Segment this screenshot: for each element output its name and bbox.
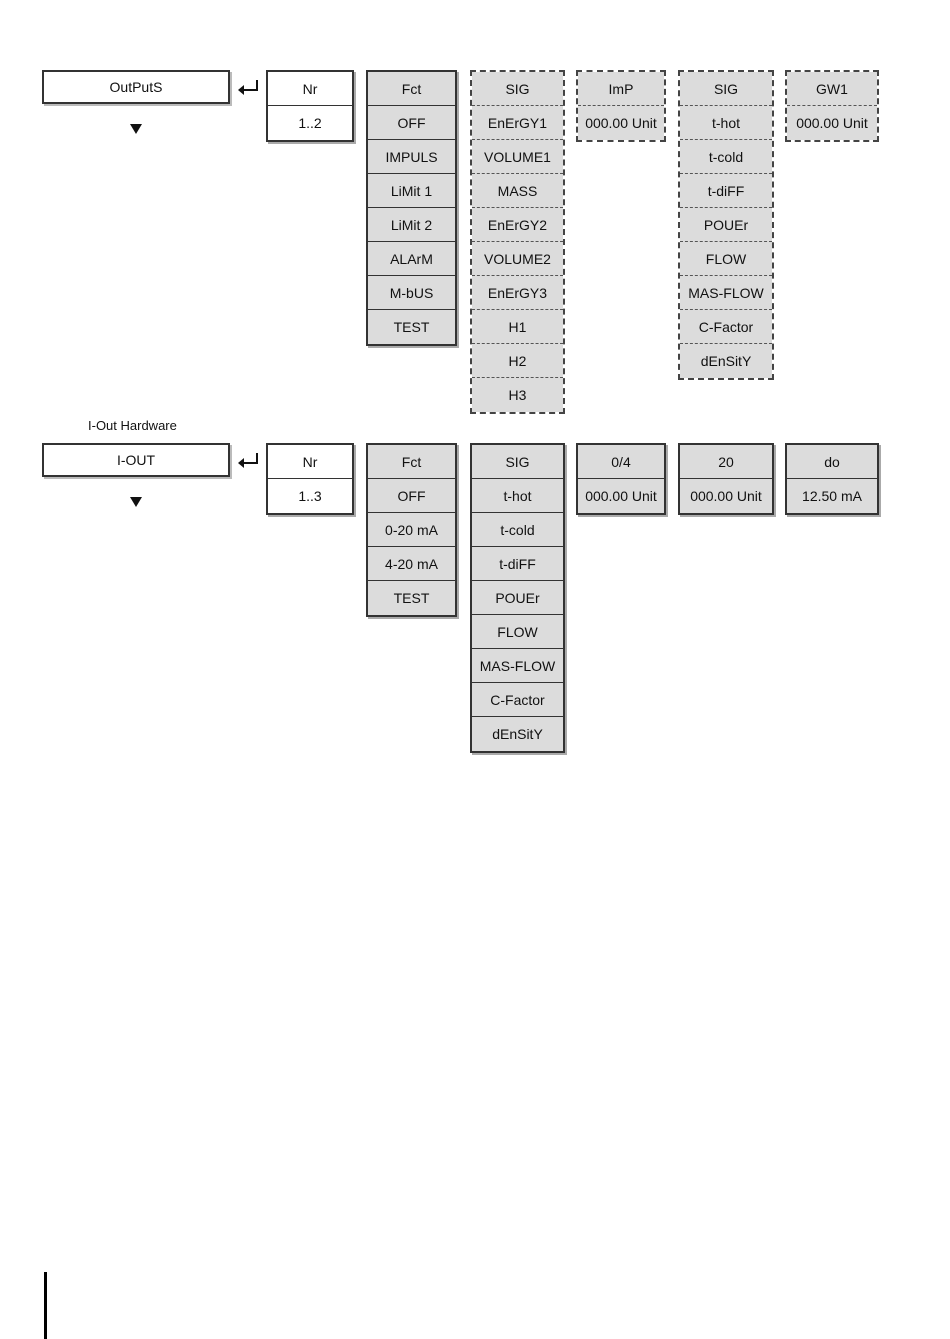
sig-option[interactable]: C-Factor [472,683,563,717]
fct-option[interactable]: IMPULS [368,140,455,174]
outputs-sig-limit-column: SIG t-hot t-cold t-diFF POUEr FLOW MAS-F… [678,70,774,380]
sig-header: SIG [472,72,563,106]
iout-zero-four-column: 0/4 000.00 Unit [576,443,666,515]
fct-option[interactable]: OFF [368,106,455,140]
twenty-header: 20 [680,445,772,479]
iout-caption: I-Out Hardware [88,418,177,433]
iout-fct-column: Fct OFF 0-20 mA 4-20 mA TEST [366,443,457,617]
down-arrow-icon [130,124,142,134]
enter-icon [238,80,258,95]
sig-option[interactable]: H3 [472,378,563,412]
outputs-menu-label: OutPutS [109,79,163,95]
sig-option[interactable]: EnErGY3 [472,276,563,310]
sig-option[interactable]: t-diFF [472,547,563,581]
sig-option[interactable]: MASS [472,174,563,208]
fct-option[interactable]: 4-20 mA [368,547,455,581]
fct-option[interactable]: TEST [368,581,455,615]
sig-option[interactable]: VOLUME2 [472,242,563,276]
sig-option[interactable]: VOLUME1 [472,140,563,174]
twenty-value[interactable]: 000.00 Unit [680,479,772,513]
sig-option[interactable]: FLOW [680,242,772,276]
iout-twenty-column: 20 000.00 Unit [678,443,774,515]
sig-option[interactable]: t-cold [472,513,563,547]
imp-value[interactable]: 000.00 Unit [578,106,664,140]
sig-option[interactable]: H2 [472,344,563,378]
down-arrow-icon [130,497,142,507]
iout-menu-label: I-OUT [116,452,156,468]
do-header: do [787,445,877,479]
nr-value[interactable]: 1..3 [268,479,352,513]
iout-menu-box[interactable]: I-OUT [42,443,230,477]
gw1-value[interactable]: 000.00 Unit [787,106,877,140]
sig-option[interactable]: MAS-FLOW [472,649,563,683]
enter-icon [238,453,258,468]
fct-option[interactable]: M-bUS [368,276,455,310]
sig-option[interactable]: dEnSitY [472,717,563,751]
sig-option[interactable]: t-cold [680,140,772,174]
outputs-nr-column: Nr 1..2 [266,70,354,142]
imp-header: ImP [578,72,664,106]
sig-option[interactable]: POUEr [472,581,563,615]
outputs-menu-box[interactable]: OutPutS [42,70,230,104]
nr-header: Nr [268,72,352,106]
sig-option[interactable]: MAS-FLOW [680,276,772,310]
fct-option[interactable]: ALArM [368,242,455,276]
iout-sig-column: SIG t-hot t-cold t-diFF POUEr FLOW MAS-F… [470,443,565,753]
outputs-gw1-column: GW1 000.00 Unit [785,70,879,142]
fct-option[interactable]: 0-20 mA [368,513,455,547]
sig-option[interactable]: FLOW [472,615,563,649]
do-value[interactable]: 12.50 mA [787,479,877,513]
fct-header: Fct [368,445,455,479]
sig-header: SIG [680,72,772,106]
zero-four-header: 0/4 [578,445,664,479]
sig-option[interactable]: POUEr [680,208,772,242]
sig-option[interactable]: H1 [472,310,563,344]
fct-option[interactable]: TEST [368,310,455,344]
page-margin-line [44,1272,47,1339]
fct-option[interactable]: OFF [368,479,455,513]
outputs-fct-column: Fct OFF IMPULS LiMit 1 LiMit 2 ALArM M-b… [366,70,457,346]
fct-option[interactable]: LiMit 1 [368,174,455,208]
sig-header: SIG [472,445,563,479]
iout-nr-column: Nr 1..3 [266,443,354,515]
sig-option[interactable]: EnErGY1 [472,106,563,140]
nr-header: Nr [268,445,352,479]
outputs-imp-column: ImP 000.00 Unit [576,70,666,142]
sig-option[interactable]: C-Factor [680,310,772,344]
fct-option[interactable]: LiMit 2 [368,208,455,242]
gw1-header: GW1 [787,72,877,106]
sig-option[interactable]: dEnSitY [680,344,772,378]
zero-four-value[interactable]: 000.00 Unit [578,479,664,513]
sig-option[interactable]: EnErGY2 [472,208,563,242]
nr-value[interactable]: 1..2 [268,106,352,140]
sig-option[interactable]: t-hot [680,106,772,140]
sig-option[interactable]: t-hot [472,479,563,513]
fct-header: Fct [368,72,455,106]
iout-do-column: do 12.50 mA [785,443,879,515]
outputs-sig-impulse-column: SIG EnErGY1 VOLUME1 MASS EnErGY2 VOLUME2… [470,70,565,414]
sig-option[interactable]: t-diFF [680,174,772,208]
